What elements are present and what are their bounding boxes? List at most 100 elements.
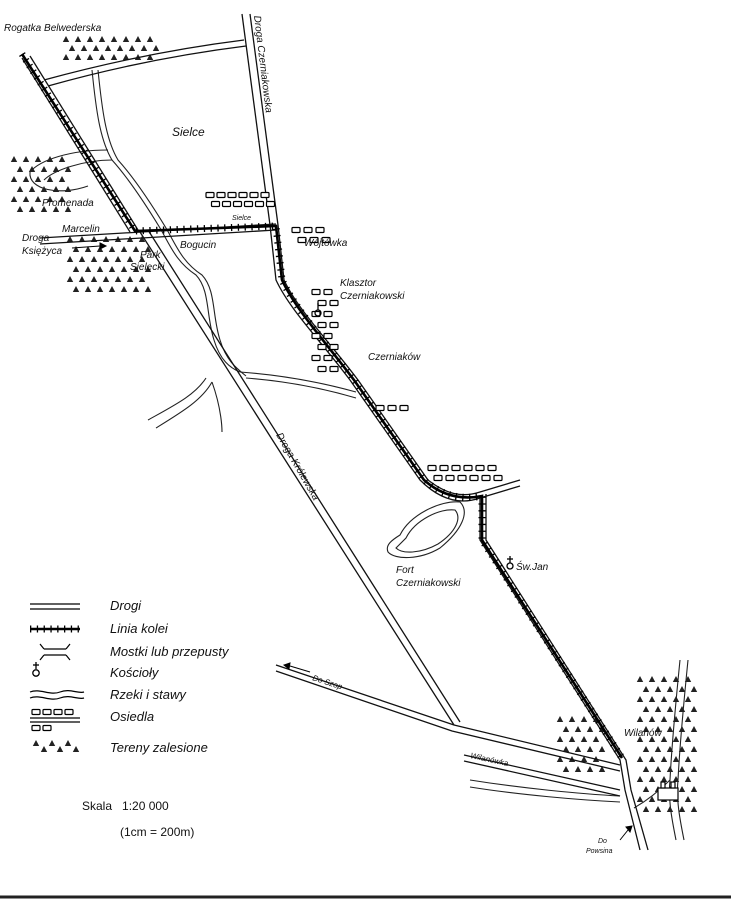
label-fort-2: Czerniakowski	[396, 578, 461, 589]
tree-icon	[690, 786, 698, 792]
tree-icon	[110, 54, 118, 60]
house-icon	[254, 200, 265, 208]
tree-icon	[152, 45, 160, 51]
label-droga-ksiezyca-1: Droga	[22, 233, 50, 244]
tree-icon	[690, 726, 698, 732]
tree-icon	[636, 696, 644, 702]
tree-icon	[134, 36, 142, 42]
tree-icon	[684, 696, 692, 702]
tree-icon	[574, 766, 582, 772]
house-icon	[469, 474, 479, 482]
tree-icon	[78, 256, 86, 262]
tree-icon	[66, 276, 74, 282]
tree-icon	[642, 766, 650, 772]
tree-icon	[86, 54, 94, 60]
tree-icon	[678, 686, 686, 692]
tree-icon	[660, 756, 668, 762]
tree-icon	[92, 45, 100, 51]
church-legend-icon	[32, 662, 40, 677]
tree-icon	[40, 166, 48, 172]
label-do-powsina-1: Do	[598, 838, 607, 845]
railway-line	[19, 52, 625, 760]
house-icon	[238, 191, 248, 199]
label-park-1: Park	[140, 250, 162, 261]
tree-icon	[122, 36, 130, 42]
tree-icon	[690, 766, 698, 772]
tree-icon	[72, 246, 80, 252]
tree-icon	[678, 786, 686, 792]
tree-icon	[660, 716, 668, 722]
tree-icon	[62, 54, 70, 60]
house-icon	[317, 299, 327, 307]
tree-icon	[72, 266, 80, 272]
tree-icon	[562, 766, 570, 772]
tree-icon	[598, 746, 606, 752]
tree-icon	[672, 756, 680, 762]
tree-icon	[114, 256, 122, 262]
tree-icon	[120, 246, 128, 252]
tree-icon	[586, 746, 594, 752]
label-road-krolewska: Droga Królewska	[273, 431, 321, 503]
label-park-2: Sielecki	[130, 262, 165, 273]
house-icon	[317, 365, 327, 373]
tree-icon	[28, 206, 36, 212]
tree-icon	[128, 45, 136, 51]
tree-icon	[660, 776, 668, 782]
house-icon	[291, 226, 301, 234]
tree-icon	[654, 766, 662, 772]
forest-icon	[32, 740, 80, 752]
rivers-and-ponds	[29, 69, 689, 841]
house-icon	[315, 226, 325, 234]
house-icon	[329, 365, 339, 373]
tree-icon	[114, 276, 122, 282]
tree-icon	[78, 276, 86, 282]
tree-icon	[146, 36, 154, 42]
tree-icon	[62, 36, 70, 42]
label-sielce-small: Sielce	[232, 215, 251, 222]
tree-icon	[120, 286, 128, 292]
house-icon	[475, 464, 485, 472]
house-icon	[317, 321, 327, 329]
house-icon	[249, 191, 259, 199]
tree-icon	[636, 716, 644, 722]
tree-icon	[34, 176, 42, 182]
palace-icon	[657, 781, 679, 801]
legend-rzeki: Rzeki i stawy	[110, 687, 187, 702]
house-icon	[329, 299, 339, 307]
house-icon	[445, 474, 455, 482]
tree-icon	[58, 176, 66, 182]
tree-icon	[648, 756, 656, 762]
tree-icon	[690, 686, 698, 692]
tree-icon	[108, 266, 116, 272]
tree-icon	[132, 246, 140, 252]
house-icon	[457, 474, 467, 482]
tree-icon	[108, 246, 116, 252]
house-icon	[329, 321, 339, 329]
tree-icon	[102, 256, 110, 262]
house-icon	[481, 474, 491, 482]
house-icon	[487, 464, 497, 472]
tree-icon	[68, 45, 76, 51]
label-rogatka: Rogatka Belwederska	[4, 23, 102, 34]
direction-arrows	[71, 242, 633, 841]
house-icon	[323, 310, 333, 318]
tree-icon	[104, 45, 112, 51]
tree-icon	[586, 766, 594, 772]
label-wilanowka: Wilanówka	[470, 751, 510, 768]
tree-icon	[58, 156, 66, 162]
tree-icon	[580, 736, 588, 742]
legend: Drogi Linia kolei Mostki lub przepusty K…	[29, 598, 230, 755]
house-icon	[399, 404, 409, 412]
tree-icon	[690, 746, 698, 752]
label-wojtowka: Wójtówka	[304, 238, 348, 249]
tree-icon	[684, 796, 692, 802]
tree-icon	[28, 166, 36, 172]
legend-koscioly: Kościoły	[110, 665, 160, 680]
tree-icon	[648, 776, 656, 782]
tree-icon	[654, 806, 662, 812]
tree-icon	[660, 696, 668, 702]
legend-osiedla: Osiedla	[110, 709, 154, 724]
tree-icon	[660, 736, 668, 742]
label-droga-ksiezyca-2: Księżyca	[22, 246, 62, 257]
tree-icon	[96, 286, 104, 292]
